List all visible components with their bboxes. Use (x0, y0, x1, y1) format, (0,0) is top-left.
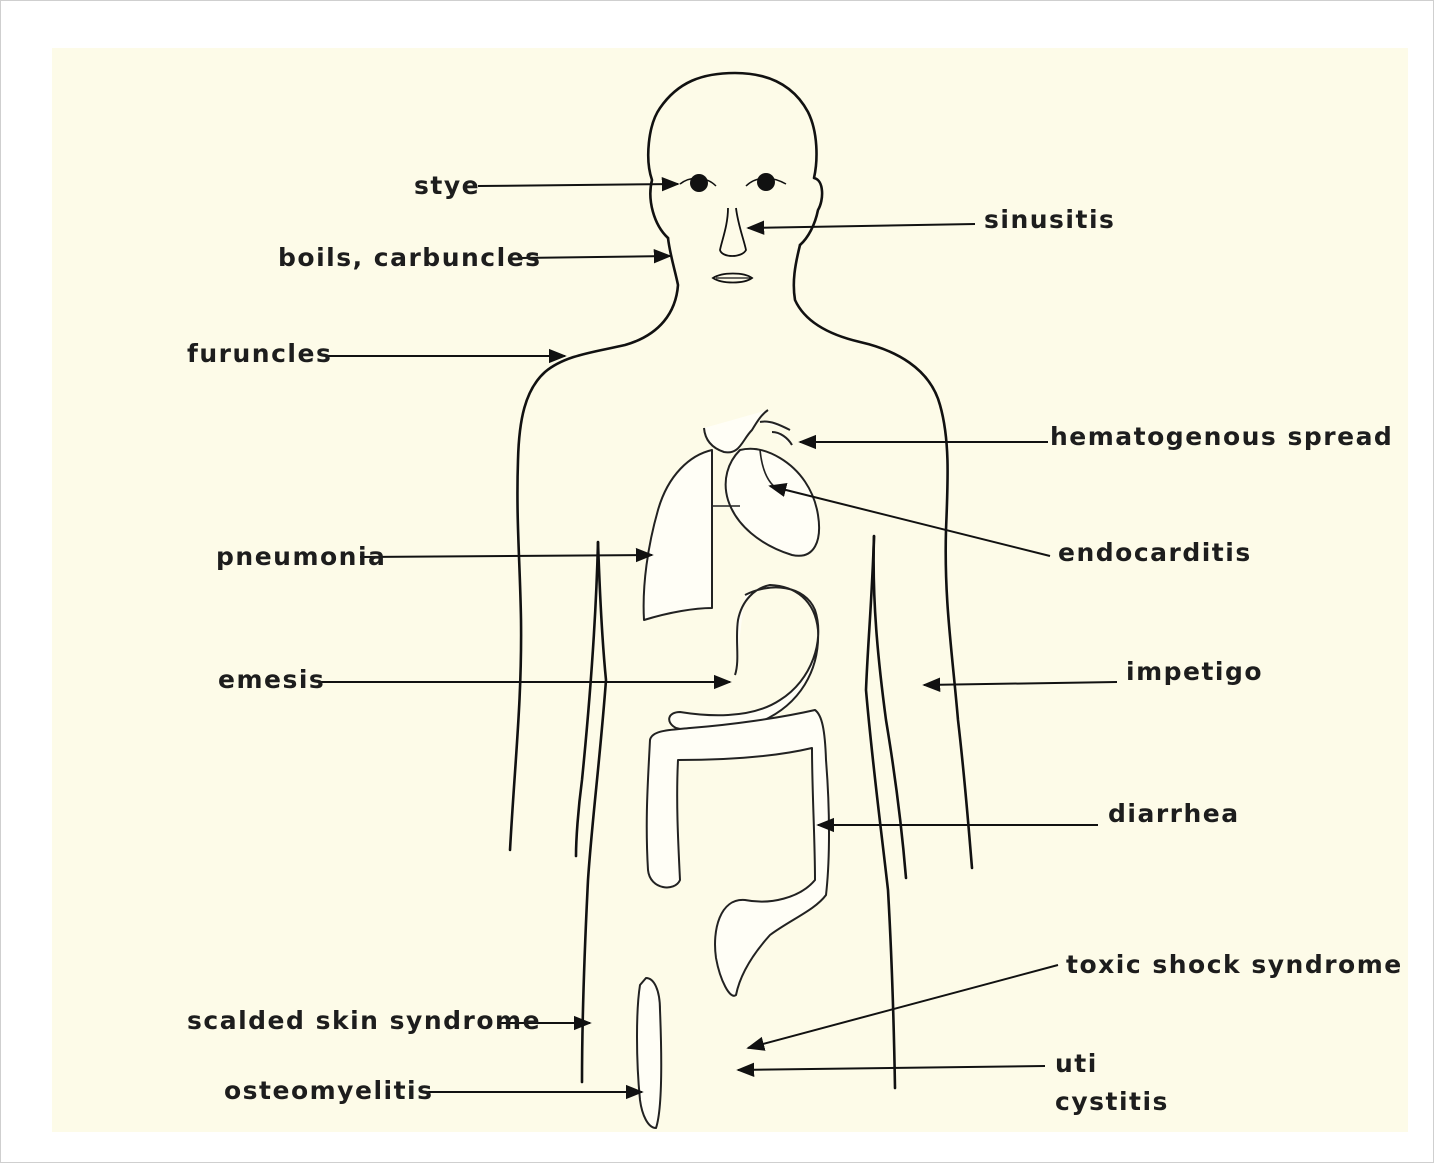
pneumonia-pointer (360, 555, 652, 557)
label-furuncles: furuncles (187, 339, 332, 369)
label-sinusitis: sinusitis (984, 205, 1115, 235)
label-hematogenous-spread: hematogenous spread (1050, 422, 1393, 452)
label-toxic-shock-syndrome: toxic shock syndrome (1066, 950, 1403, 980)
head-outline (648, 73, 822, 245)
nose (720, 208, 746, 256)
sinusitis-pointer (748, 224, 975, 228)
rectum-tube (637, 978, 661, 1128)
right-eye (757, 173, 775, 191)
label-pneumonia: pneumonia (216, 542, 386, 572)
organs (637, 410, 829, 1128)
label-scalded-skin-syndrome: scalded skin syndrome (187, 1006, 541, 1036)
aorta (704, 410, 792, 452)
impetigo-pointer (924, 682, 1117, 685)
label-stye: stye (414, 171, 480, 201)
label-diarrhea: diarrhea (1108, 799, 1240, 829)
toxic-shock-pointer (748, 965, 1058, 1048)
label-uti: uti (1055, 1049, 1098, 1079)
right-forearm (874, 536, 906, 878)
heart (726, 449, 819, 556)
large-intestine (647, 710, 829, 996)
label-endocarditis: endocarditis (1058, 538, 1252, 568)
left-eye (690, 174, 708, 192)
boils-pointer (520, 256, 670, 258)
label-cystitis: cystitis (1055, 1087, 1169, 1117)
label-osteomyelitis: osteomyelitis (224, 1076, 433, 1106)
right-torso-line (866, 536, 895, 1088)
label-emesis: emesis (218, 665, 325, 695)
stye-pointer (478, 184, 678, 186)
uti-pointer (738, 1066, 1045, 1070)
label-boils-carbuncles: boils, carbuncles (278, 243, 542, 273)
lung (644, 450, 712, 620)
label-impetigo: impetigo (1126, 657, 1263, 687)
